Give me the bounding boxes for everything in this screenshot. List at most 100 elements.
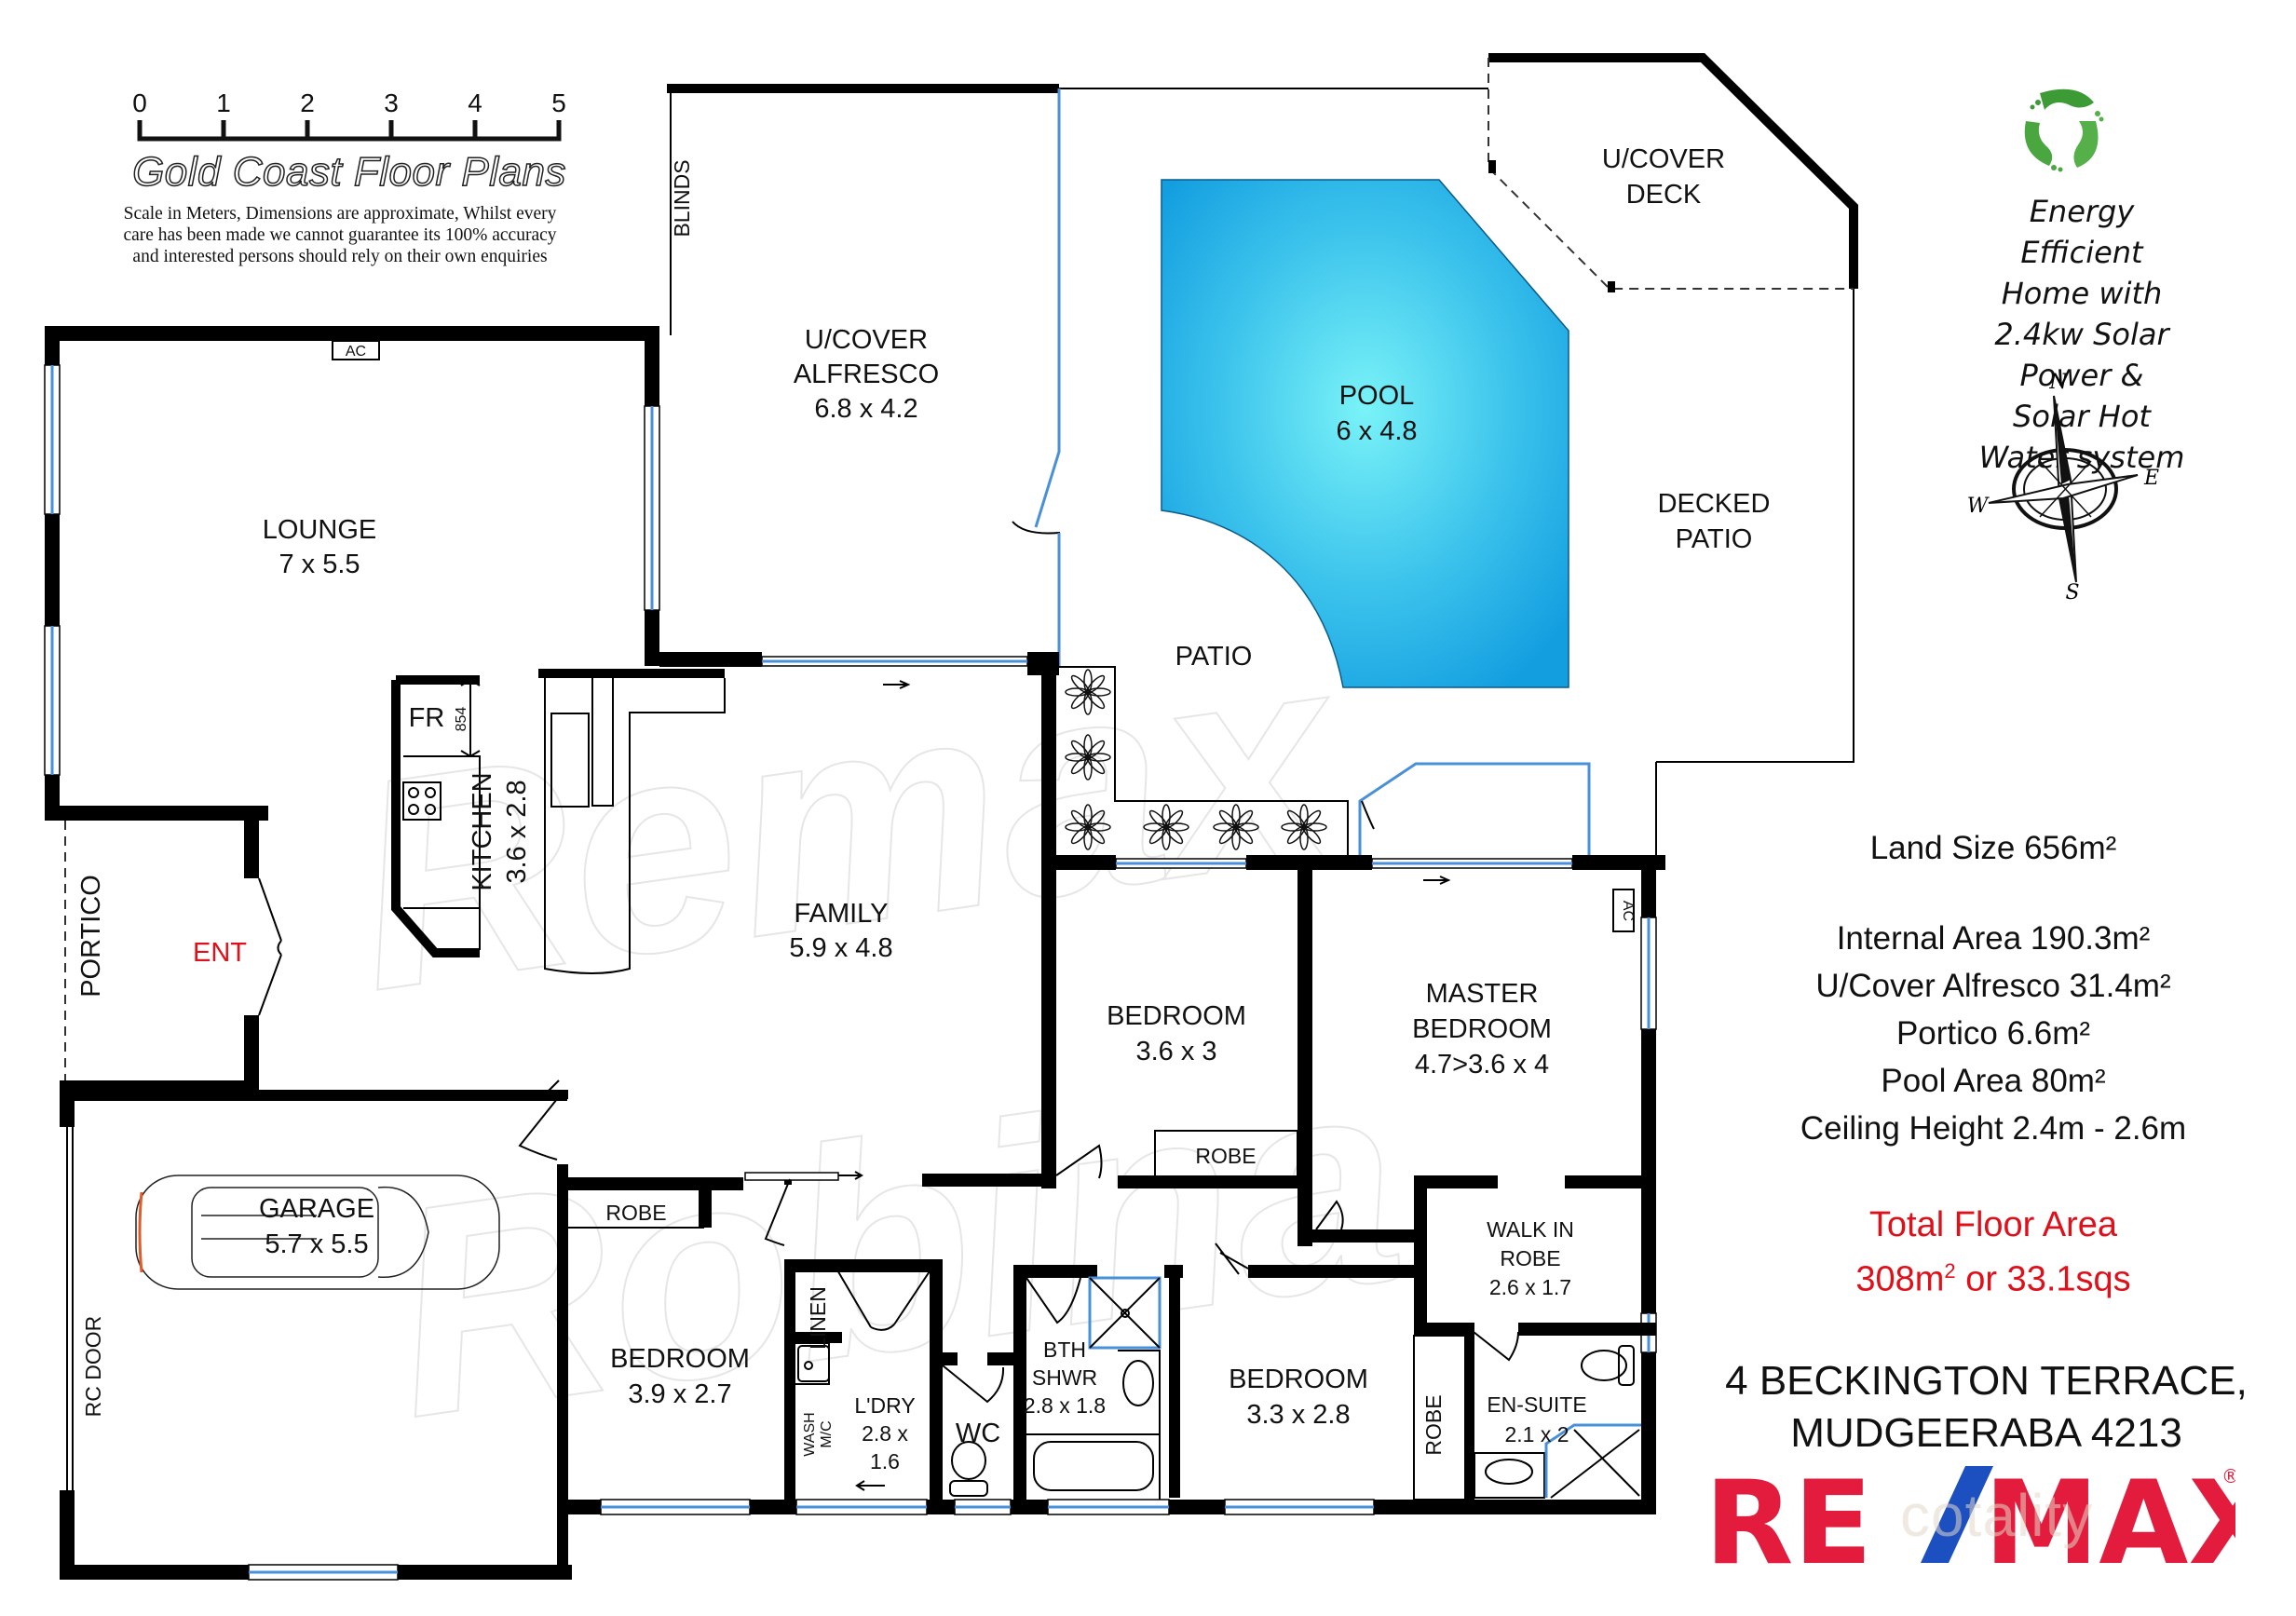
scale-tick-1: 1 [216, 88, 231, 117]
wash-label-1: WASH [802, 1412, 818, 1456]
alfresco-name-2: ALFRESCO [794, 360, 939, 389]
scale-tick-4: 4 [468, 88, 482, 117]
laundry-name: L'DRY [854, 1393, 915, 1418]
garage-name: GARAGE [259, 1194, 374, 1224]
address-line-1: 4 BECKINGTON TERRACE, [1725, 1358, 2248, 1404]
scale-tick-0: 0 [132, 88, 147, 117]
lounge-dims: 7 x 5.5 [279, 550, 360, 579]
blinds-label: BLINDS [670, 159, 694, 237]
portico-area: Portico 6.6m² [1895, 1015, 2091, 1052]
car-icon [135, 1175, 500, 1290]
wir-name-2: ROBE [1500, 1246, 1560, 1270]
bedroom4-robe: ROBE [605, 1201, 666, 1225]
total-floor-area: Total Floor Area 308m2 or 33.1sqs [1723, 1202, 2263, 1303]
lounge-ac-label: AC [346, 344, 366, 360]
property-address: 4 BECKINGTON TERRACE, MUDGEERABA 4213 [1695, 1355, 2277, 1460]
pool-dims: 6 x 4.8 [1336, 416, 1417, 446]
total-floor-area-value: 308m2 or 33.1sqs [1723, 1248, 2263, 1303]
linen-label: LINEN [806, 1286, 830, 1350]
entry-label: ENT [193, 938, 247, 968]
fridge-width: 854 [454, 707, 469, 732]
bedroom3-robe: ROBE [1421, 1394, 1446, 1455]
pool-name: POOL [1339, 381, 1415, 411]
disclaimer-line: Scale in Meters, Dimensions are approxim… [123, 204, 557, 224]
patio-name: PATIO [1175, 642, 1253, 672]
total-suffix: or 33.1sqs [1955, 1259, 2131, 1299]
wash-label-2: M/C [819, 1420, 835, 1447]
bedroom3-dims: 3.3 x 2.8 [1246, 1400, 1350, 1430]
lounge-name: LOUNGE [263, 515, 376, 545]
energy-line: 2.4kw Solar [1994, 317, 2169, 352]
portico-name: PORTICO [76, 875, 106, 998]
scale-tick-5: 5 [551, 88, 566, 117]
master-name-1: MASTER [1426, 979, 1539, 1009]
patio-gate [1361, 800, 1375, 830]
wir-dims: 2.6 x 1.7 [1489, 1275, 1571, 1299]
remax-re: RE [1705, 1462, 1872, 1565]
disclaimer-line: care has been made we cannot guarantee i… [123, 225, 557, 245]
fridge-label: FR [409, 703, 445, 733]
laundry-dims-1: 2.8 x [862, 1421, 908, 1446]
cotality-watermark: cotality [1900, 1482, 2094, 1549]
pool [1161, 179, 1569, 688]
total-floor-area-title: Total Floor Area [1868, 1205, 2118, 1244]
remax-logo: RE MAX ® [1705, 1462, 2235, 1565]
registered-mark: ® [2221, 1465, 2235, 1487]
kitchen-name: KITCHEN [468, 772, 497, 890]
scale-bar: 0 1 2 3 4 5 [102, 88, 624, 151]
family-dims: 5.9 x 4.8 [789, 933, 892, 963]
bedroom3-name: BEDROOM [1229, 1365, 1368, 1394]
scale-tick-3: 3 [384, 88, 399, 117]
disclaimer-line: and interested persons should rely on th… [132, 247, 548, 266]
bath-name-2: SHWR [1032, 1365, 1097, 1390]
compass-w: W [1967, 495, 1990, 518]
bedroom2-robe: ROBE [1195, 1144, 1256, 1168]
master-ac-label: AC [1620, 901, 1636, 921]
total-sup: 2 [1944, 1259, 1956, 1283]
energy-efficient-note: Energy Efficient Home with 2.4kw Solar P… [1937, 191, 2226, 478]
energy-line: Power & [2019, 358, 2144, 393]
deck-structure [1488, 53, 1858, 292]
alfresco-dims: 6.8 x 4.2 [814, 394, 917, 424]
family-name: FAMILY [795, 899, 889, 929]
energy-line: Efficient [2020, 235, 2143, 270]
bath-name-1: BTH [1043, 1338, 1086, 1362]
kitchen-dims: 3.6 x 2.8 [502, 780, 532, 883]
wc-name: WC [956, 1419, 1000, 1448]
compass-n: N [2048, 371, 2068, 394]
master-dims: 4.7>3.6 x 4 [1415, 1050, 1549, 1080]
disclaimer: Scale in Meters, Dimensions are approxim… [65, 203, 615, 267]
energy-line: Energy [2029, 194, 2135, 229]
property-stats: Land Size 656m² Internal Area 190.3m² U/… [1723, 824, 2263, 1152]
internal-area: Internal Area 190.3m² [1836, 920, 2151, 957]
garage-dims: 5.7 x 5.5 [265, 1229, 368, 1259]
deck-name-1: U/COVER [1602, 144, 1725, 174]
remax-max: MAX [1984, 1462, 2235, 1565]
house-walls [44, 326, 1665, 1581]
deck-name-2: DECK [1626, 180, 1702, 210]
pool-area: Pool Area 80m² [1881, 1063, 2106, 1099]
energy-line: Solar Hot [2013, 399, 2151, 434]
bedroom2-dims: 3.6 x 3 [1135, 1037, 1216, 1066]
ensuite-dims: 2.1 x 2 [1504, 1422, 1569, 1446]
ensuite-name: EN-SUITE [1487, 1392, 1586, 1417]
laundry-dims-2: 1.6 [870, 1449, 900, 1473]
address-line-2: MUDGEERABA 4213 [1790, 1410, 2182, 1456]
remax-slash [1921, 1466, 1993, 1563]
floorplan-brand: Gold Coast Floor Plans [131, 148, 566, 196]
garage-door-label: RC DOOR [81, 1316, 105, 1418]
scale-ruler [137, 120, 562, 142]
lounge-ac-unit [332, 340, 380, 360]
ceiling-height: Ceiling Height 2.4m - 2.6m [1800, 1110, 2187, 1147]
alfresco-area: U/Cover Alfresco 31.4m² [1815, 968, 2171, 1004]
energy-line: Water system [1978, 440, 2185, 475]
compass-s: S [2065, 581, 2079, 601]
alfresco-structure [667, 84, 1061, 667]
decked-patio-name-2: PATIO [1676, 524, 1753, 554]
patio-screen [1358, 762, 1591, 866]
wir-name-1: WALK IN [1487, 1217, 1574, 1242]
total-value: 308m [1855, 1259, 1945, 1299]
energy-line: Home with [2001, 276, 2163, 311]
outdoor-boundaries [1059, 88, 1854, 866]
bedroom2-name: BEDROOM [1107, 1001, 1246, 1031]
